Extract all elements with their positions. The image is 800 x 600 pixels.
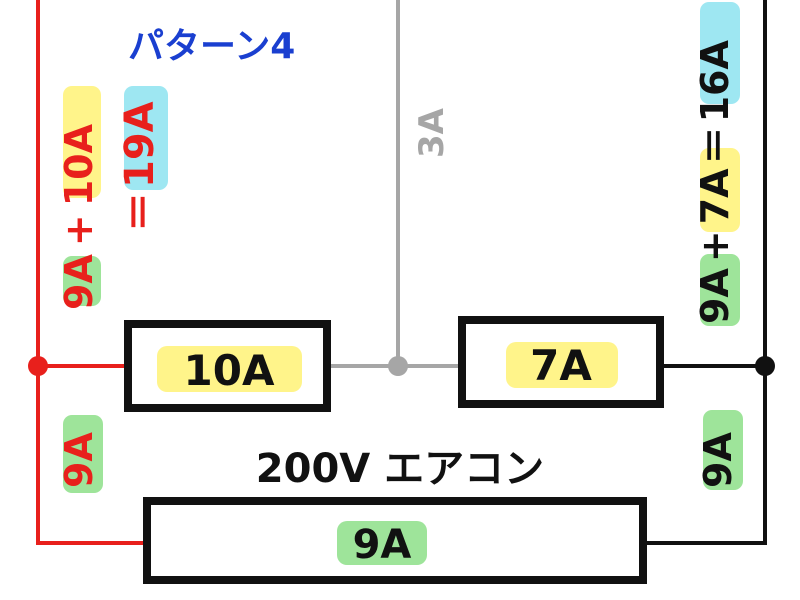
- highlight-yellow: [700, 148, 740, 232]
- aircon-label: 200V エアコン: [256, 446, 544, 492]
- right-total: 16A: [693, 40, 737, 123]
- load-right-current: 7A: [530, 341, 592, 390]
- svg-text:9A+10A: 9A +10A: [57, 123, 101, 310]
- left-sum-b: 10A: [57, 123, 101, 206]
- highlight-yellow: [63, 86, 101, 198]
- left-red-wire: [28, 0, 145, 545]
- load-left-current: 10A: [184, 346, 275, 395]
- highlight-green: [63, 415, 103, 493]
- highlight-cyan: [700, 2, 740, 104]
- highlight-green: [700, 254, 740, 326]
- aircon-current: 9A: [353, 522, 412, 568]
- left-lower-current: 9A: [57, 432, 101, 488]
- highlight-green: [337, 521, 427, 565]
- svg-text:＝19A: ＝19A: [117, 101, 163, 232]
- left-sum-a: 9A: [57, 254, 101, 310]
- middle-gray-wire: [327, 0, 460, 376]
- right-plus: +: [693, 230, 737, 262]
- right-sum-b: 7A: [693, 168, 737, 224]
- left-total: 19A: [117, 101, 163, 188]
- right-black-wire: [645, 0, 775, 545]
- highlight-green: [63, 256, 101, 306]
- highlight-cyan: [124, 86, 168, 190]
- right-lower-group: 9A: [696, 432, 740, 488]
- right-equals: ＝: [693, 126, 737, 164]
- highlight-yellow: [506, 342, 618, 388]
- left-total-group: ＝19A: [117, 101, 163, 232]
- middle-current: 3A: [412, 107, 452, 158]
- highlight-green: [703, 410, 743, 490]
- middle-label-group: 3A: [412, 107, 452, 158]
- right-sum-a: 9A: [693, 268, 737, 324]
- left-lower-group: 9A: [57, 432, 101, 488]
- left-sum-group: 9A +10A: [57, 123, 101, 310]
- pattern-title: パターン4: [128, 26, 295, 67]
- right-sum-group: 9A +7A ＝16A: [693, 40, 737, 324]
- left-plus: +: [57, 214, 101, 246]
- right-lower-current: 9A: [696, 432, 740, 488]
- svg-text:9A+7A＝16A: 9A +7A ＝16A: [693, 40, 737, 324]
- highlight-yellow: [157, 346, 302, 392]
- left-equals: ＝: [117, 192, 163, 232]
